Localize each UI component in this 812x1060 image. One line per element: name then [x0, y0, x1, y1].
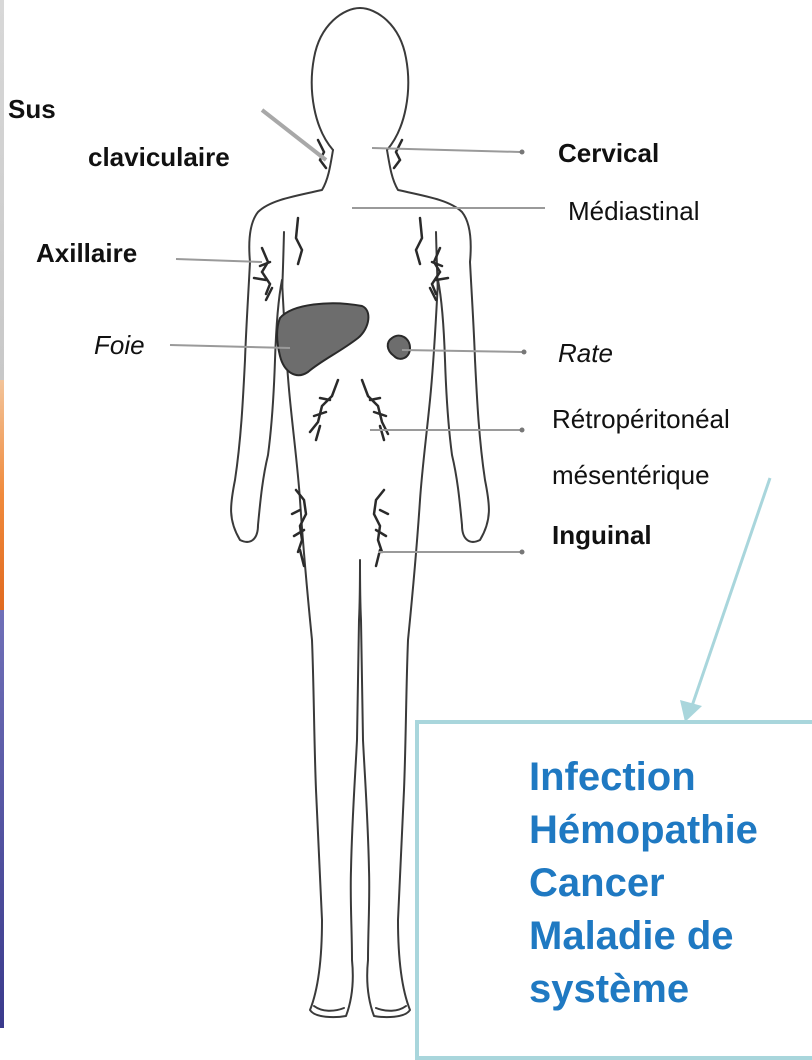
label-mesenterique: mésentérique	[552, 460, 710, 490]
label-rate: Rate	[558, 338, 613, 368]
cause-systeme: système	[529, 966, 689, 1013]
causes-box: Infection Hémopathie Cancer Maladie de s…	[415, 720, 812, 1060]
arrow-head	[680, 700, 702, 722]
spleen-shape	[388, 336, 410, 359]
label-cervical: Cervical	[558, 138, 659, 168]
liver-shape	[277, 303, 368, 375]
leader-cervical	[372, 148, 520, 152]
leader-rate	[402, 350, 522, 352]
label-claviculaire: claviculaire	[88, 142, 230, 172]
cause-maladie-de: Maladie de	[529, 913, 734, 960]
arrow-line	[692, 478, 770, 706]
label-mediastinal: Médiastinal	[568, 196, 700, 226]
cause-infection: Infection	[529, 754, 696, 801]
label-axillaire: Axillaire	[36, 238, 137, 268]
label-inguinal: Inguinal	[552, 520, 652, 550]
label-retroperitoneal: Rétropéritonéal	[552, 404, 730, 434]
leader-foie	[170, 345, 290, 348]
cause-cancer: Cancer	[529, 860, 665, 907]
label-foie: Foie	[94, 330, 145, 360]
cause-hemopathie: Hémopathie	[529, 807, 758, 854]
label-sus: Sus	[8, 94, 56, 124]
